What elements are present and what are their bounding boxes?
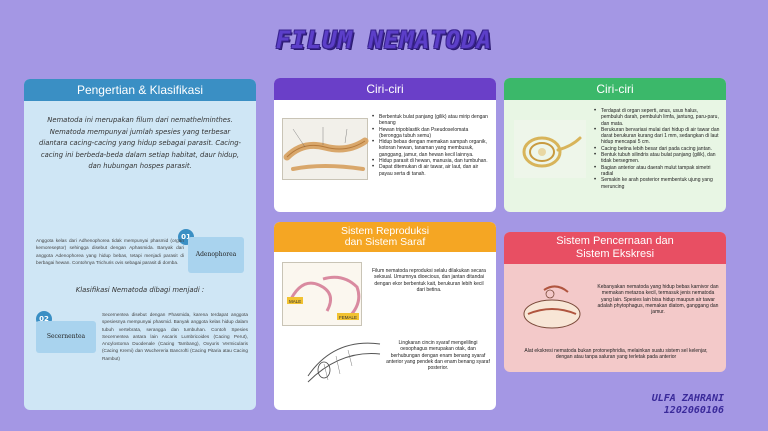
ciri1-list: Berbentuk bulat panjang (gilik) atau mir… <box>372 114 492 177</box>
list-item: Dapat ditemukan di air tawar, air laut, … <box>372 164 492 177</box>
saraf-text: Lingkaran cincin syaraf mengelilingi oes… <box>386 340 490 372</box>
author-block: ULFA ZAHRANI 1202060106 <box>652 393 724 417</box>
ciri2-list: Terdapat di organ seperti, anus, usus ha… <box>594 108 720 190</box>
secernentea-text: Secernentea disebut dengan Phasmida, kar… <box>102 312 248 361</box>
nervous-system-illustration <box>304 336 384 388</box>
list-item: Semakin ke arah posterior membentuk ujun… <box>594 177 720 190</box>
list-item: Berbentuk bulat panjang (gilik) atau mir… <box>372 114 492 127</box>
female-label: FEMALE <box>339 315 357 320</box>
author-name: ULFA ZAHRANI <box>651 393 724 404</box>
card-heading: Pengertian & Klasifikasi <box>24 79 256 101</box>
card-sistem-pencernaan-ekskresi: Sistem Pencernaan dan Sistem Ekskresi Ke… <box>504 232 726 372</box>
heading-line: Sistem Ekskresi <box>575 248 655 260</box>
list-item: Bentuk tubuh silindris atau bulat panjan… <box>594 152 720 165</box>
card-heading: Sistem Pencernaan dan Sistem Ekskresi <box>504 232 726 264</box>
list-item: Cacing betina lebih besar dari pada caci… <box>594 146 720 153</box>
heading-line: Sistem Reproduksi <box>340 225 430 237</box>
nematode-anatomy-illustration <box>282 118 369 180</box>
ekskresi-text: Alat ekskresi nematoda bukan protonephri… <box>524 348 708 361</box>
list-item: Terdapat di organ seperti, anus, usus ha… <box>594 108 720 127</box>
list-item: Berukuran bervariasi mulai dari hidup di… <box>594 127 720 146</box>
card-pengertian-klasifikasi: Pengertian & Klasifikasi Nematoda ini me… <box>24 79 256 410</box>
intro-paragraph: Nematoda ini merupakan filum dari nemath… <box>39 116 241 170</box>
nematode-coil-illustration <box>514 120 586 178</box>
author-id: 1202060106 <box>663 405 724 416</box>
card-ciri-ciri-2: Ciri-ciri Terdapat di organ seperti, anu… <box>504 78 726 212</box>
male-label: MALE <box>289 299 301 304</box>
reproduction-illustration: MALE FEMALE <box>282 262 362 326</box>
list-item: Hidup parasit di hewan, manusia, dan tum… <box>372 158 492 165</box>
card-heading: Ciri-ciri <box>504 78 726 100</box>
card-heading: Sistem Reproduksi dan Sistem Saraf <box>274 222 496 252</box>
card-heading: Ciri-ciri <box>274 78 496 100</box>
label-secernentea: Secernentea <box>36 321 96 353</box>
card-sistem-reproduksi-saraf: Sistem Reproduksi dan Sistem Saraf MALE … <box>274 222 496 410</box>
reproduksi-text: Filum nematoda reproduksi selalu dilakuk… <box>372 268 486 293</box>
list-item: Bagian anterior atau daerah mulut tampak… <box>594 165 720 178</box>
list-item: Hewan tripoblastik dan Pseudoselomata (b… <box>372 127 492 140</box>
page-title: FILUM NEMATODA <box>275 26 493 54</box>
list-item: Hidup bebas dengan memakan sampah organi… <box>372 139 492 158</box>
pencernaan-text: Kebanyakan nematoda yang hidup bebas kar… <box>597 284 719 316</box>
klasifikasi-label: Klasifikasi Nematoda dibagi menjadi : <box>75 286 205 294</box>
card-ciri-ciri-1: Ciri-ciri Berbentuk bulat panjang (gilik… <box>274 78 496 212</box>
digestive-system-illustration <box>514 276 590 336</box>
heading-line: dan Sistem Saraf <box>344 236 426 248</box>
label-adenophorea: Adenophorea <box>188 237 244 273</box>
heading-line: Sistem Pencernaan dan <box>556 235 674 247</box>
adenophorea-text: Anggota kelas dari Adhenophorea tidak me… <box>36 238 184 265</box>
